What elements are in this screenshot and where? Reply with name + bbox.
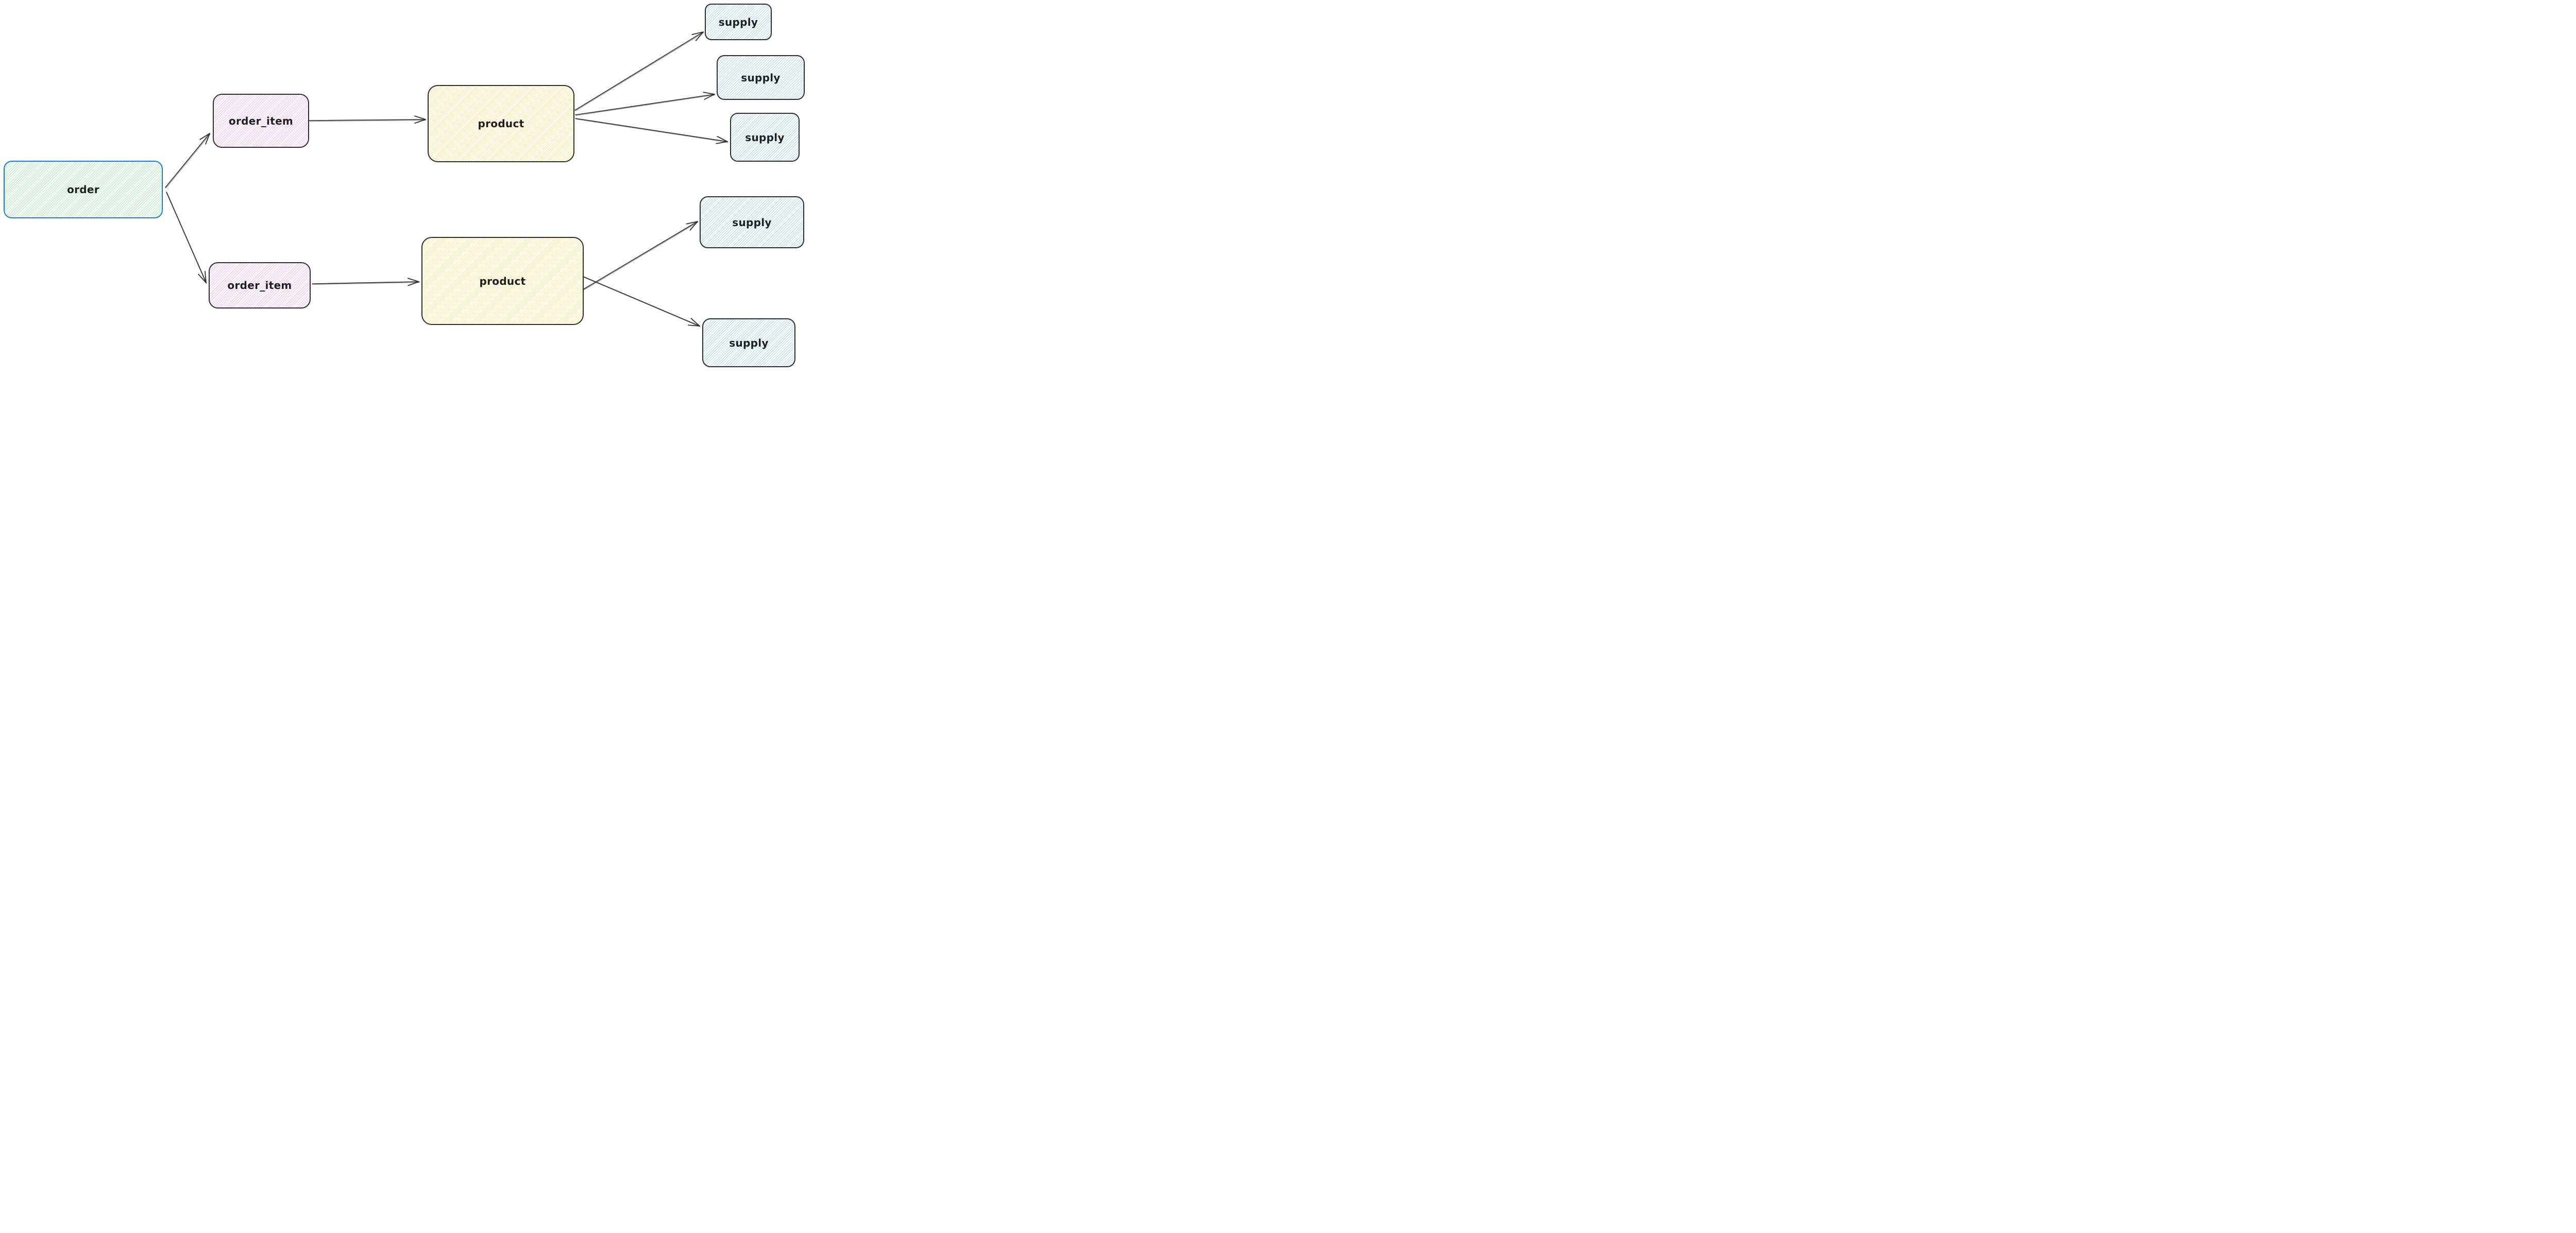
node-label: product (478, 117, 524, 130)
edge-product-1-to-supply-1[interactable] (574, 31, 704, 111)
node-label: supply (729, 336, 769, 349)
node-supply-3[interactable]: supply (730, 113, 800, 162)
edge-ghost (166, 192, 207, 284)
edge-ghost (583, 277, 701, 328)
node-label: product (479, 275, 526, 287)
node-supply-2[interactable]: supply (717, 55, 805, 100)
edge-order-item-1-to-product-1[interactable] (309, 115, 426, 124)
edge-product-2-to-supply-4[interactable] (583, 221, 698, 290)
edge-order-to-order-item-2[interactable] (166, 192, 207, 283)
node-label: order (67, 183, 99, 196)
node-product-1[interactable]: product (428, 85, 574, 162)
edge-product-2-to-supply-5[interactable] (583, 276, 700, 327)
node-label: order_item (227, 279, 292, 292)
edge-ghost (575, 32, 704, 111)
node-label: supply (718, 15, 758, 28)
edge-ghost (583, 221, 699, 291)
edge-product-1-to-supply-3[interactable] (575, 118, 728, 144)
edge-ghost (312, 282, 420, 285)
edge-ghost (309, 120, 427, 122)
edge-order-to-order-item-1[interactable] (165, 133, 210, 188)
diagram-canvas: order order_item order_item product prod… (0, 0, 808, 369)
edge-ghost (575, 118, 728, 143)
edges-layer (165, 31, 728, 328)
edge-ghost (165, 133, 211, 189)
node-order[interactable]: order (4, 161, 163, 218)
node-product-2[interactable]: product (421, 237, 584, 325)
node-order-item-2[interactable]: order_item (209, 262, 311, 309)
node-supply-1[interactable]: supply (705, 4, 772, 40)
node-supply-4[interactable]: supply (700, 196, 804, 248)
node-label: supply (741, 71, 781, 84)
node-supply-5[interactable]: supply (702, 318, 795, 367)
node-label: order_item (228, 114, 294, 127)
edge-product-1-to-supply-2[interactable] (575, 92, 715, 115)
edge-ghost (575, 94, 716, 116)
edge-order-item-2-to-product-2[interactable] (312, 278, 419, 286)
node-label: supply (745, 131, 785, 144)
node-order-item-1[interactable]: order_item (213, 94, 309, 148)
node-label: supply (732, 216, 772, 229)
